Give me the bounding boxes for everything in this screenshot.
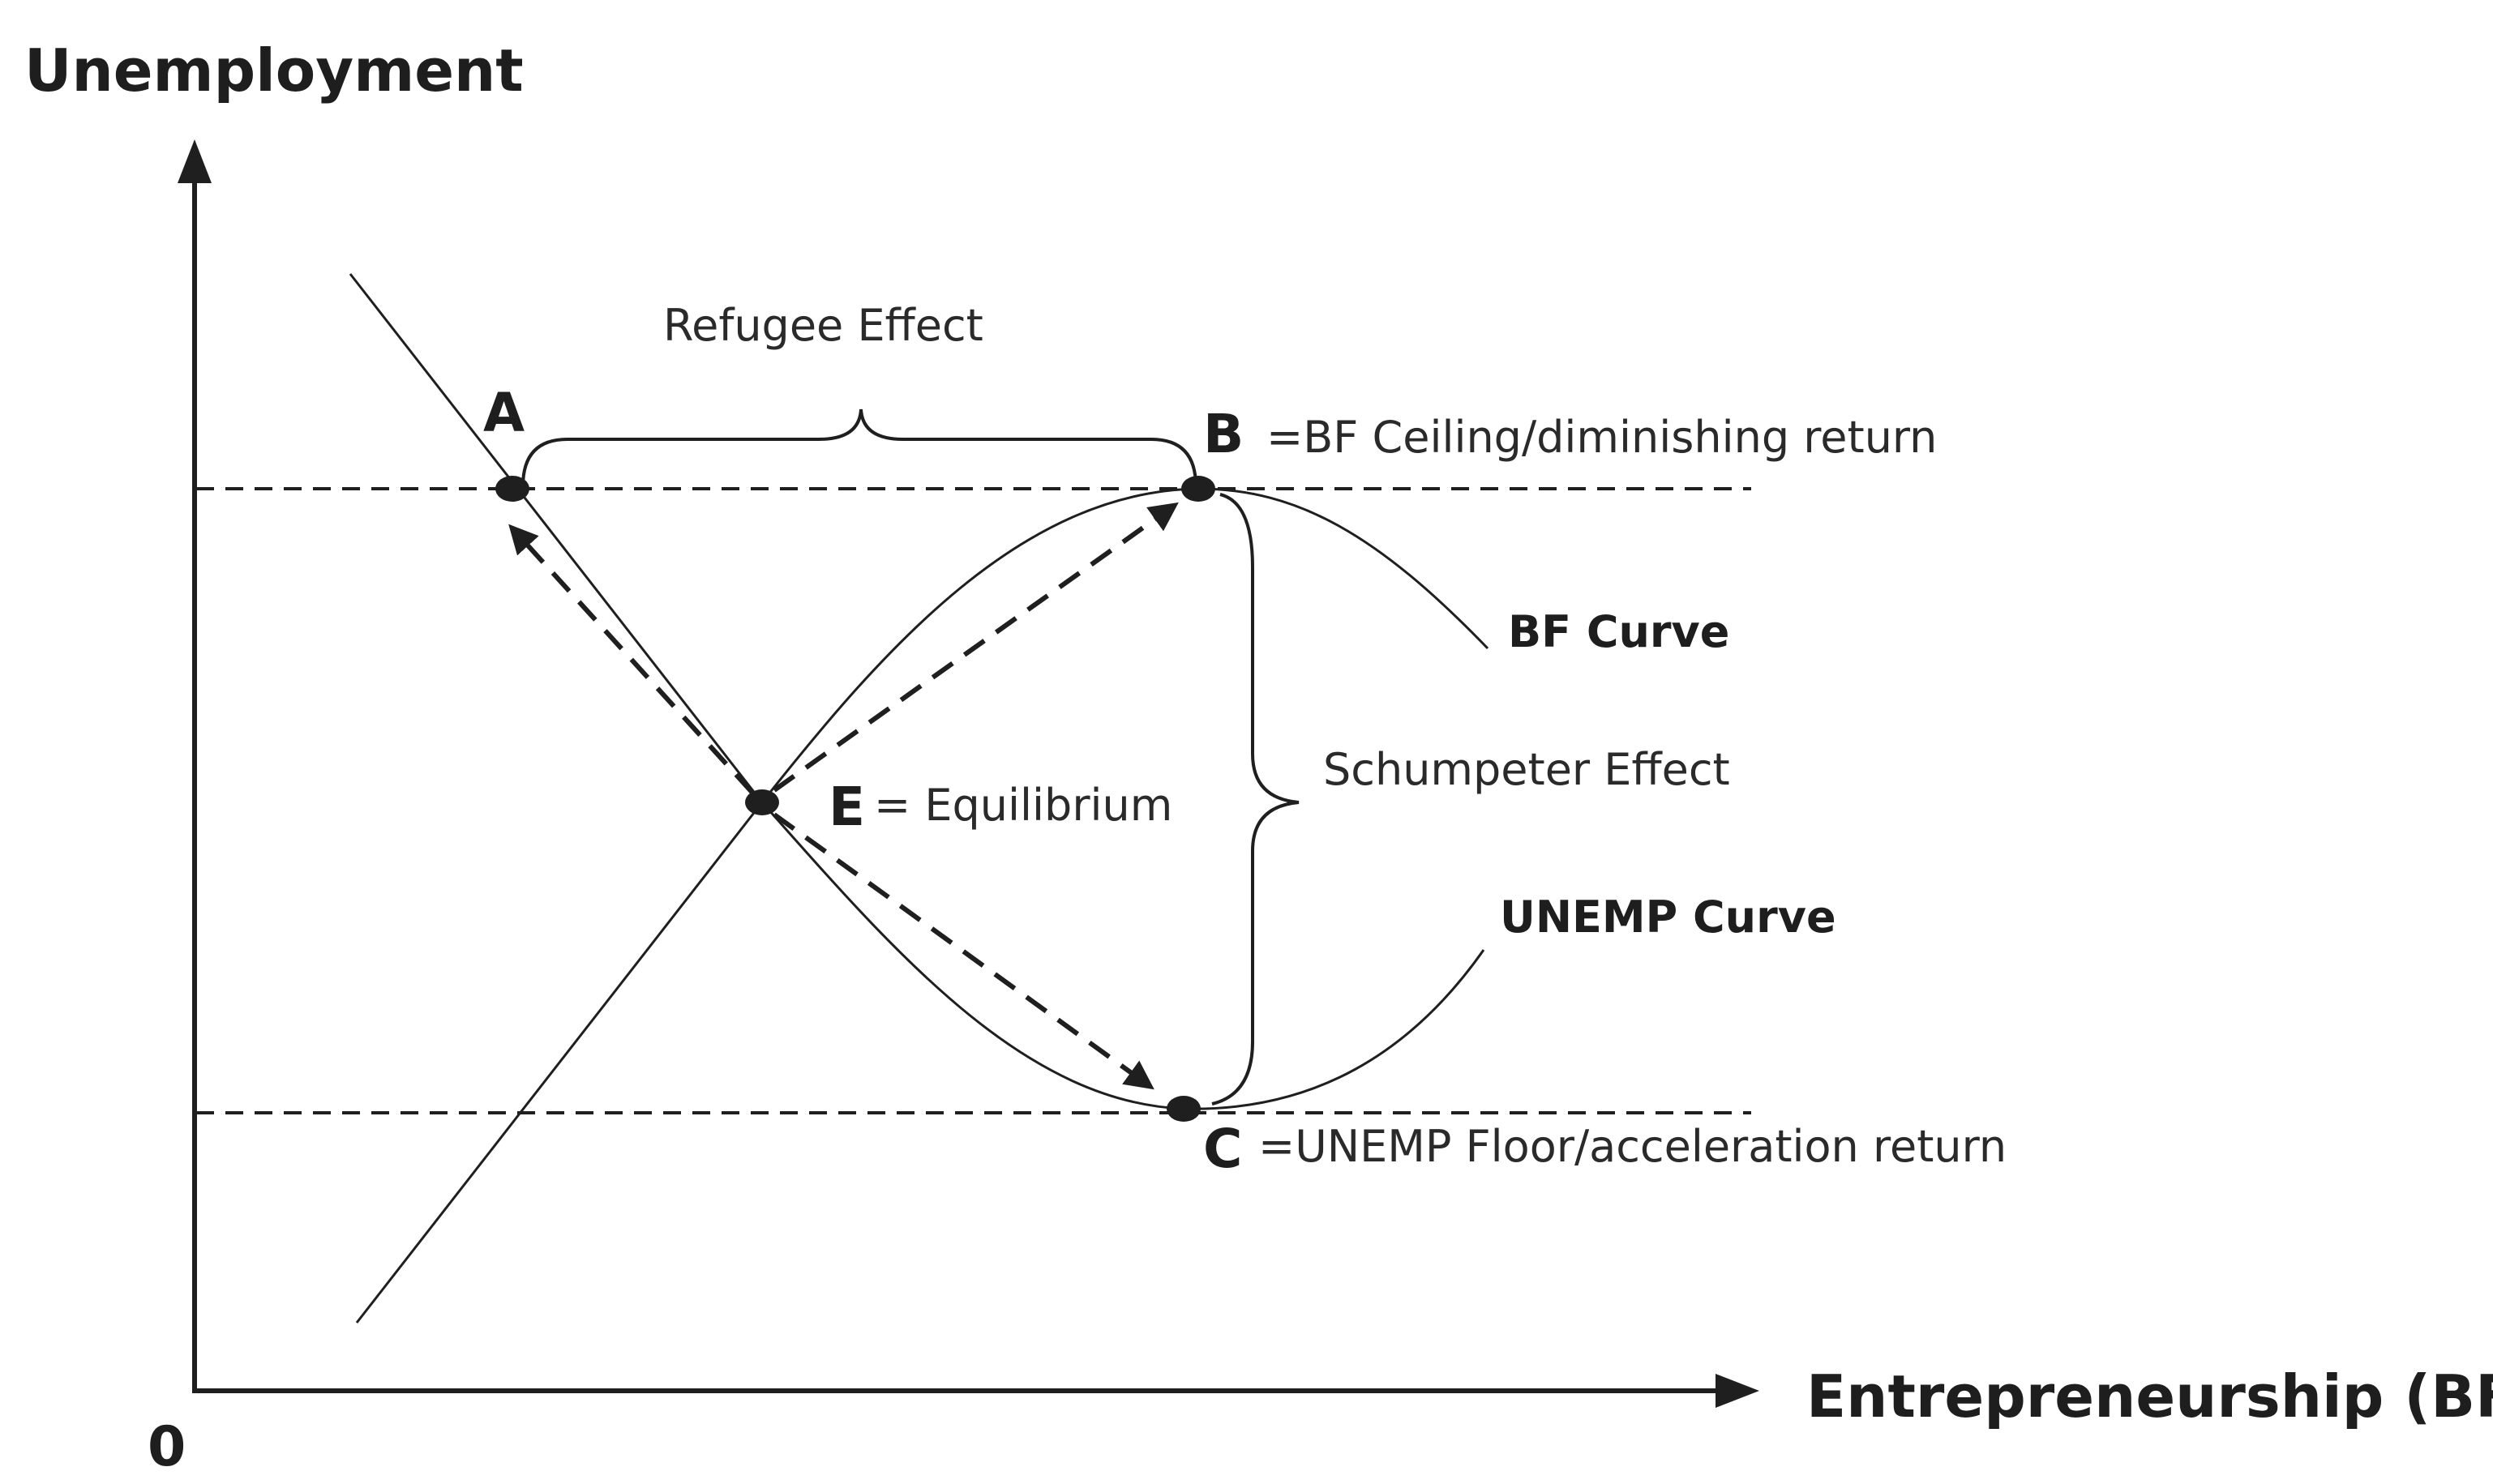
point-b-letter: B [1203, 403, 1244, 465]
origin-label: 0 [148, 1415, 186, 1479]
arrow-e-to-c [773, 812, 1154, 1090]
point-e-letter: E [829, 776, 865, 838]
point-c-marker [1167, 1096, 1201, 1122]
point-c-letter: C [1203, 1118, 1242, 1180]
y-axis-arrowhead [178, 139, 212, 183]
bf-curve [355, 487, 1489, 1324]
unemp-descending-line [349, 273, 764, 803]
unemp-curve-label: UNEMP Curve [1500, 892, 1836, 943]
bf-curve-label: BF Curve [1508, 606, 1729, 657]
arrow-e-to-b [773, 502, 1179, 793]
point-b-description: =BF Ceiling/diminishing return [1266, 412, 1937, 463]
point-e-marker [745, 789, 779, 815]
y-axis-label: Unemployment [24, 36, 524, 105]
arrow-e-to-a [508, 524, 755, 795]
refugee-effect-label: Refugee Effect [663, 300, 983, 351]
point-c-description: =UNEMP Floor/acceleration return [1258, 1121, 2007, 1172]
refugee-effect-brace [521, 408, 1197, 487]
schumpeter-effect-brace [1211, 493, 1300, 1106]
point-a-letter: A [483, 382, 525, 444]
x-axis-label: Entrepreneurship (BF) [1806, 1362, 2493, 1431]
x-axis-arrowhead [1716, 1374, 1759, 1408]
unemp-curve [760, 802, 1485, 1110]
point-b-marker [1181, 476, 1215, 502]
point-a-marker [495, 476, 529, 502]
schumpeter-effect-label: Schumpeter Effect [1323, 744, 1730, 795]
point-e-description: = Equilibrium [874, 780, 1172, 831]
